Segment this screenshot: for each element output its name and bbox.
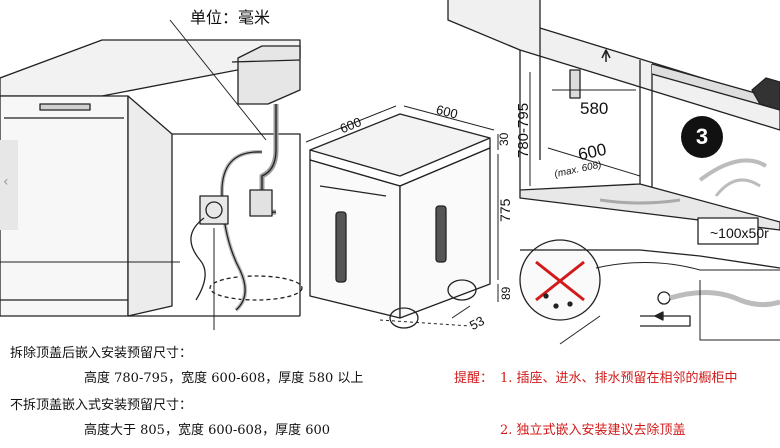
dishwasher-dimension-drawing (305, 105, 499, 329)
note-line-4: 高度大于 805，宽度 600-608，厚度 600 (84, 423, 331, 438)
unit-label: 单位：毫米 (190, 8, 271, 27)
dishwasher-front (309, 159, 401, 319)
dim-height-30: 30 (497, 132, 511, 146)
chevron-left-icon: ‹ (3, 174, 9, 190)
sink-basin (237, 45, 301, 105)
dim-recess-580: 580 (580, 99, 608, 118)
dim-depth-53: 53 (467, 313, 487, 333)
dim-recess-max: (max. 608) (554, 159, 603, 180)
dim-recess-height: 780-795 (515, 103, 532, 158)
dishwasher-handle (39, 103, 91, 111)
dim-width-side: 600 (435, 102, 460, 122)
reminder-item-1: 1. 插座、进水、排水预留在相邻的橱柜中 (500, 371, 738, 386)
reminder-item-2: 2. 独立式嵌入安装建议去除顶盖 (500, 423, 686, 438)
note-line-1: 拆除顶盖后嵌入安装预留尺寸： (10, 346, 193, 361)
note-line-2: 高度 780-795，宽度 600-608，厚度 580 以上 (84, 371, 364, 386)
kitchen-cabinet-illustration (0, 19, 303, 330)
reminder-prefix: 提醒： (454, 371, 494, 386)
left-edge-nav-shadow: ‹ (0, 140, 18, 230)
dim-height-89: 89 (499, 286, 513, 300)
cabinet-body (0, 95, 129, 317)
power-socket (199, 195, 229, 225)
worktop-slab (651, 63, 780, 111)
dim-height-775: 775 (497, 198, 513, 222)
note-line-3: 不拆顶盖嵌入式安装预留尺寸： (10, 398, 193, 413)
cabinet-open-door (127, 95, 173, 317)
built-in-recess-drawing (447, 0, 780, 345)
water-inlet-hose (219, 149, 263, 312)
insert-arrow (751, 77, 780, 111)
dim-hole-size: ~100x50r (710, 225, 769, 241)
upper-cabinet (447, 0, 780, 131)
step-number-badge: 3 (681, 116, 723, 158)
